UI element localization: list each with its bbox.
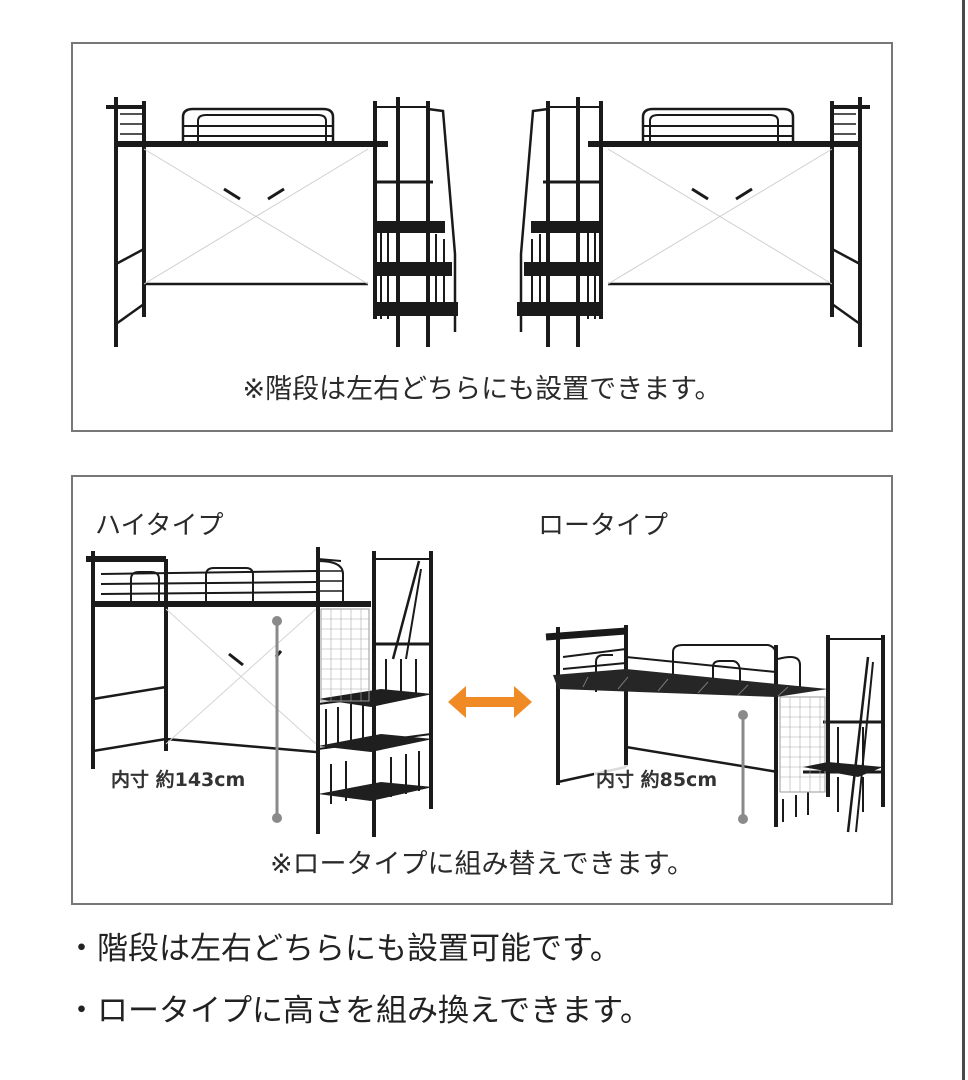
convertible-caption: ※ロータイプに組み替えできます。 (269, 849, 695, 880)
bullet-item: ・ロータイプに高さを組み換えできます。 (66, 993, 651, 1029)
low-type-label: ロータイプ (538, 511, 669, 541)
loft-bed-stairs-left-illustration (517, 97, 870, 347)
stairs-reversible-panel: ※階段は左右どちらにも設置できます。 (71, 42, 893, 432)
feature-bullet-list: ・階段は左右どちらにも設置可能です。 ・ロータイプに高さを組み換えできます。 (66, 918, 651, 1042)
low-type-bed-illustration (545, 625, 885, 833)
loft-bed-stairs-right-illustration (106, 97, 458, 347)
high-type-dimension: 内寸 約143cm (109, 765, 248, 792)
stairs-caption: ※階段は左右どちらにも設置できます。 (242, 374, 722, 405)
right-edge-divider (962, 0, 965, 1080)
bullet-item: ・階段は左右どちらにも設置可能です。 (66, 931, 621, 967)
height-convertible-panel: ハイタイプ ロータイプ (71, 475, 893, 905)
high-type-bed-illustration (86, 547, 433, 837)
double-arrow-icon (448, 686, 532, 718)
low-type-dimension: 内寸 約85cm (594, 765, 720, 792)
high-type-label: ハイタイプ (95, 511, 224, 541)
